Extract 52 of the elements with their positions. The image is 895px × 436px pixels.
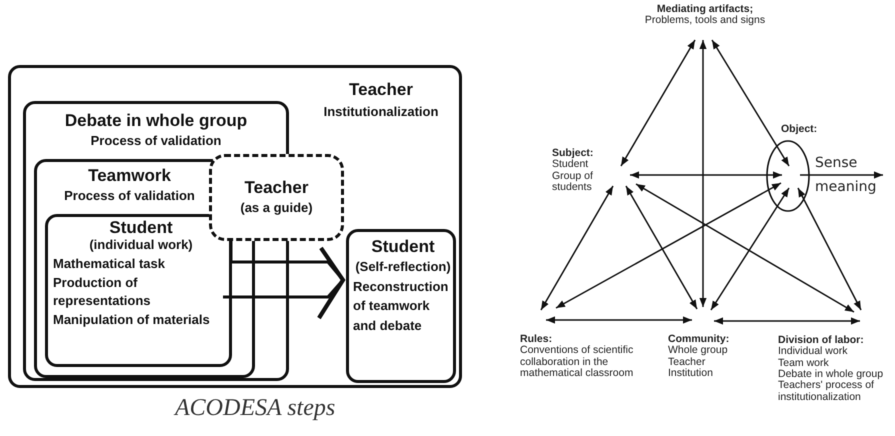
arrow — [714, 317, 860, 325]
box-subheading: (individual work) — [88, 236, 194, 254]
box-subheading: (Self-reflection) — [354, 258, 452, 276]
node-text: Conventions of scientific collaboration in the mathematical classroom — [520, 345, 634, 380]
node-heading: Mediating artifacts; — [656, 4, 754, 16]
box-subheading: Process of validation — [90, 132, 222, 150]
arrow — [797, 188, 862, 310]
arrow — [620, 40, 696, 166]
node-text: Teachers' process of institutionalization — [778, 380, 874, 403]
box-heading: Student — [370, 236, 436, 258]
arrow — [556, 182, 782, 309]
arrow — [546, 316, 692, 324]
node-text: Group of students — [552, 170, 594, 194]
step-text: Mathematical task — [53, 254, 166, 273]
node-heading: Subject: — [552, 148, 594, 160]
step-text: Production of representations — [53, 274, 152, 310]
node-text: Team work — [778, 358, 830, 369]
object-label: meaning — [815, 180, 878, 194]
node-text: Individual work — [778, 346, 848, 358]
arrow — [800, 171, 883, 179]
box-subheading: Process of validation — [63, 187, 196, 206]
step-text: Reconstruction of teamwork and debate — [353, 278, 449, 335]
node-text: Institution — [668, 368, 714, 380]
box-heading: Student — [108, 217, 174, 238]
arrow — [630, 171, 782, 179]
node-heading: Division of labor: — [778, 335, 865, 346]
node-text: Student — [552, 159, 588, 171]
box-heading: Teacher — [244, 177, 310, 198]
caption: ACODESA steps — [175, 395, 336, 422]
arrow — [711, 40, 790, 166]
node-heading: Rules: — [520, 334, 554, 345]
node-text: Whole group — [668, 345, 728, 357]
box-heading: Teamwork — [87, 165, 172, 186]
arrow — [625, 186, 698, 310]
step-text: Manipulation of materials — [53, 311, 211, 330]
box-subheading: (as a guide) — [239, 199, 314, 218]
node-text: Problems, tools and signs — [644, 15, 766, 27]
node-text: Teacher — [668, 356, 706, 368]
arrow — [710, 188, 790, 310]
node-text: Debate in whole group — [778, 368, 884, 380]
box-heading: Debate in whole group — [64, 110, 248, 132]
arrow — [636, 183, 854, 313]
object-label: Sense — [815, 156, 858, 170]
node-heading: Object: — [781, 124, 818, 136]
node-heading: Community: — [668, 334, 730, 346]
process-box — [8, 65, 462, 388]
box-subheading: Institutionalization — [322, 102, 440, 121]
guide-box — [209, 154, 344, 241]
box-heading: Teacher — [348, 79, 414, 101]
process-box — [346, 229, 456, 383]
arrow — [699, 40, 707, 307]
arrow — [540, 186, 614, 310]
